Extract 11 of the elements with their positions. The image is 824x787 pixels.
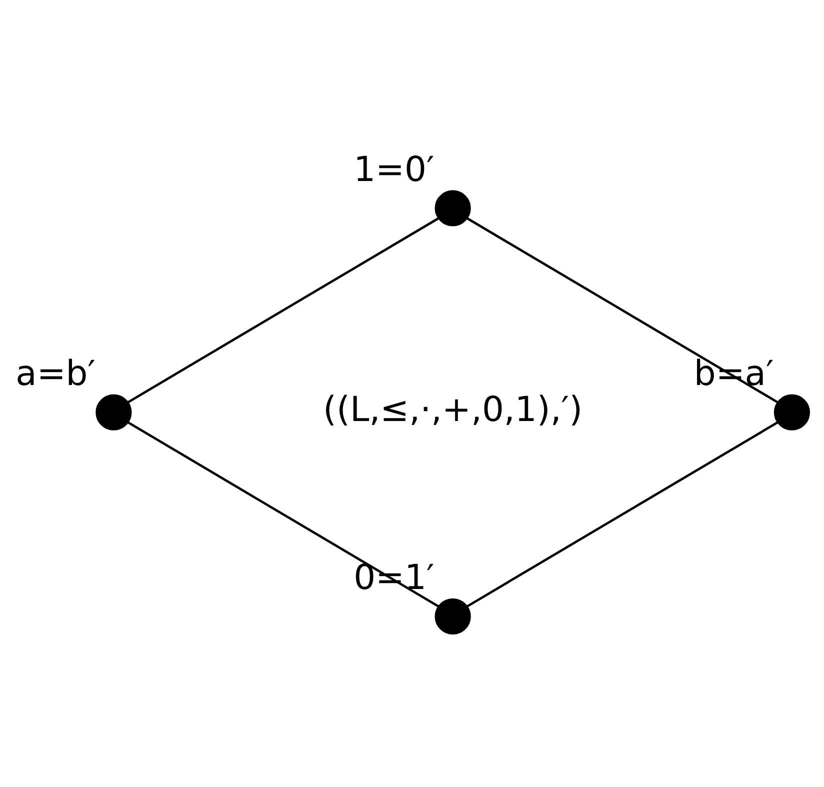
node-circle	[434, 190, 471, 226]
node-circle	[774, 394, 810, 430]
node-circle	[434, 598, 471, 634]
node-label: 1=0′	[354, 150, 434, 190]
node-circle	[96, 394, 132, 430]
connector	[127, 217, 440, 404]
connector	[466, 421, 778, 608]
label: ((L,≤,·,+,0,1),′)	[323, 390, 583, 430]
connector	[466, 217, 778, 404]
connector	[127, 421, 440, 608]
node-label: a=b′	[16, 354, 96, 394]
